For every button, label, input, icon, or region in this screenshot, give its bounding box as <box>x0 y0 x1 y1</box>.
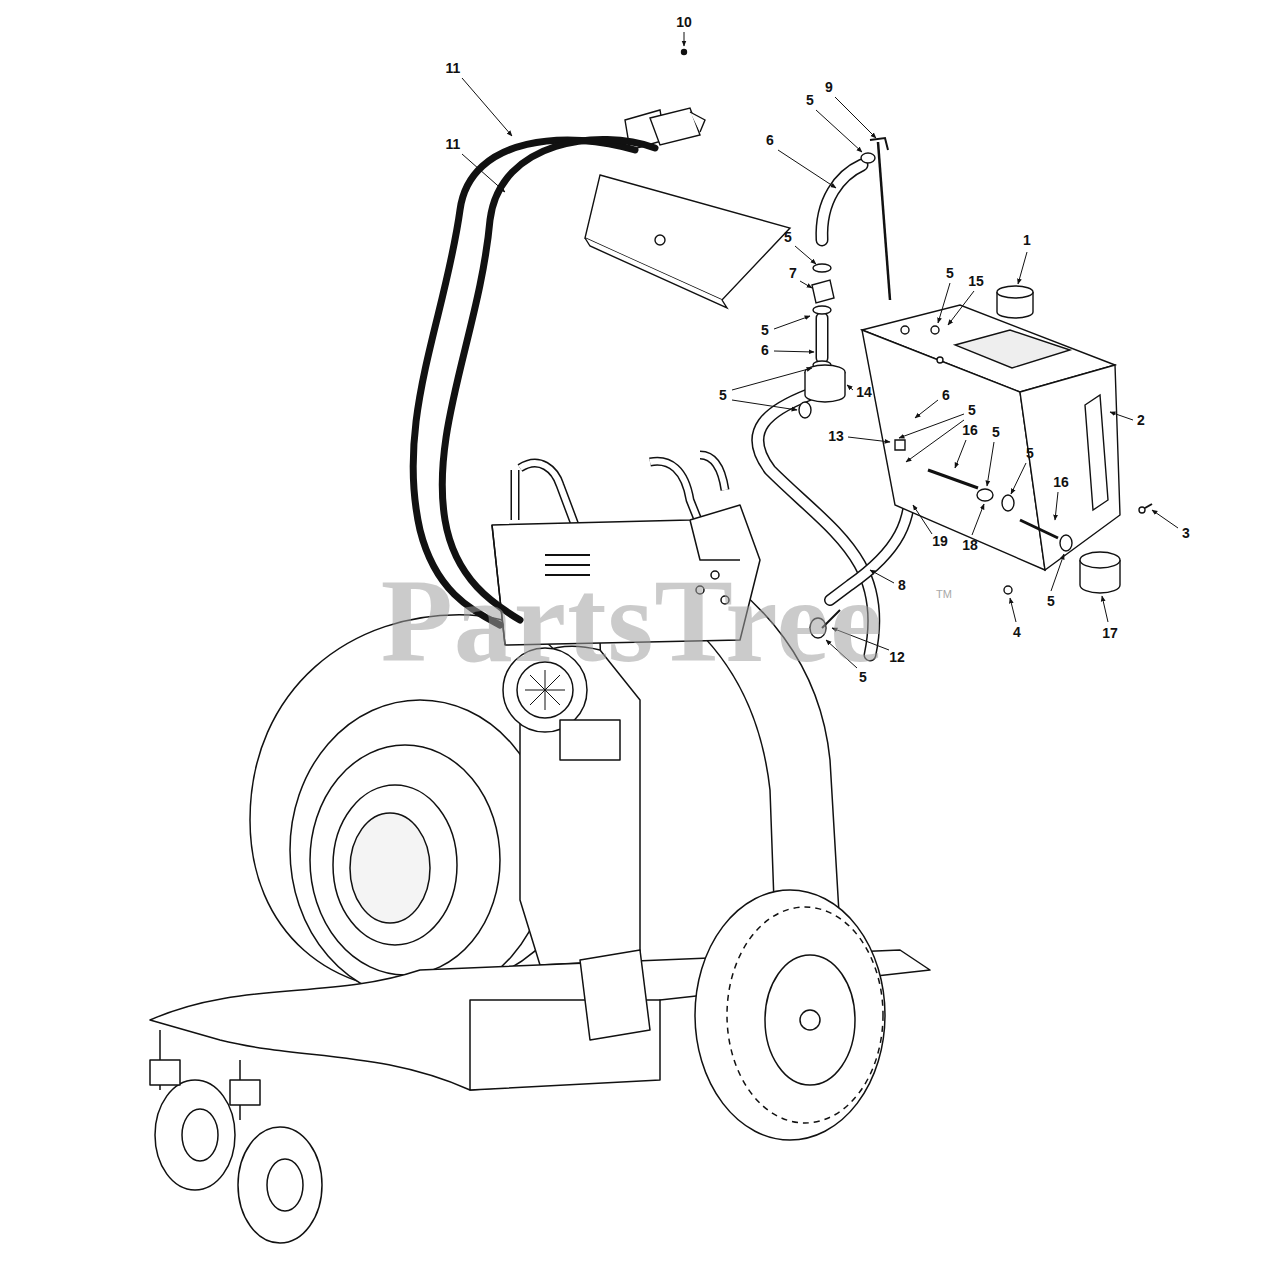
callout-number: 6 <box>766 133 774 147</box>
trademark-mark: TM <box>936 589 952 600</box>
callout-number: 9 <box>825 80 833 94</box>
callout-number: 5 <box>992 425 1000 439</box>
callout-number: 5 <box>946 266 954 280</box>
callout-number: 10 <box>676 15 692 29</box>
callout-number: 15 <box>968 274 984 288</box>
callout-number: 8 <box>898 578 906 592</box>
callout-number: 4 <box>1013 625 1021 639</box>
callout-number: 12 <box>889 650 905 664</box>
callout-number: 5 <box>761 323 769 337</box>
callout-number: 6 <box>942 388 950 402</box>
callout-number: 5 <box>1047 594 1055 608</box>
callout-number: 11 <box>446 137 461 151</box>
callout-number: 11 <box>446 61 461 75</box>
callout-number: 16 <box>1053 475 1069 489</box>
callout-number: 17 <box>1102 626 1118 640</box>
callout-number: 19 <box>932 534 948 548</box>
callout-number: 13 <box>828 429 844 443</box>
callout-number: 3 <box>1182 526 1190 540</box>
callout-number: 5 <box>806 93 814 107</box>
callout-number: 6 <box>761 343 769 357</box>
callout-number: 16 <box>962 423 978 437</box>
callout-number: 5 <box>1026 446 1034 460</box>
callout-number: 2 <box>1137 413 1145 427</box>
callout-number: 18 <box>962 538 978 552</box>
watermark: PartsTree <box>381 563 884 681</box>
callout-number: 1 <box>1023 233 1031 247</box>
callout-number: 14 <box>856 385 872 399</box>
callout-number: 5 <box>719 388 727 402</box>
callout-number: 5 <box>784 230 792 244</box>
callout-number: 7 <box>789 266 797 280</box>
callout-number: 5 <box>968 403 976 417</box>
